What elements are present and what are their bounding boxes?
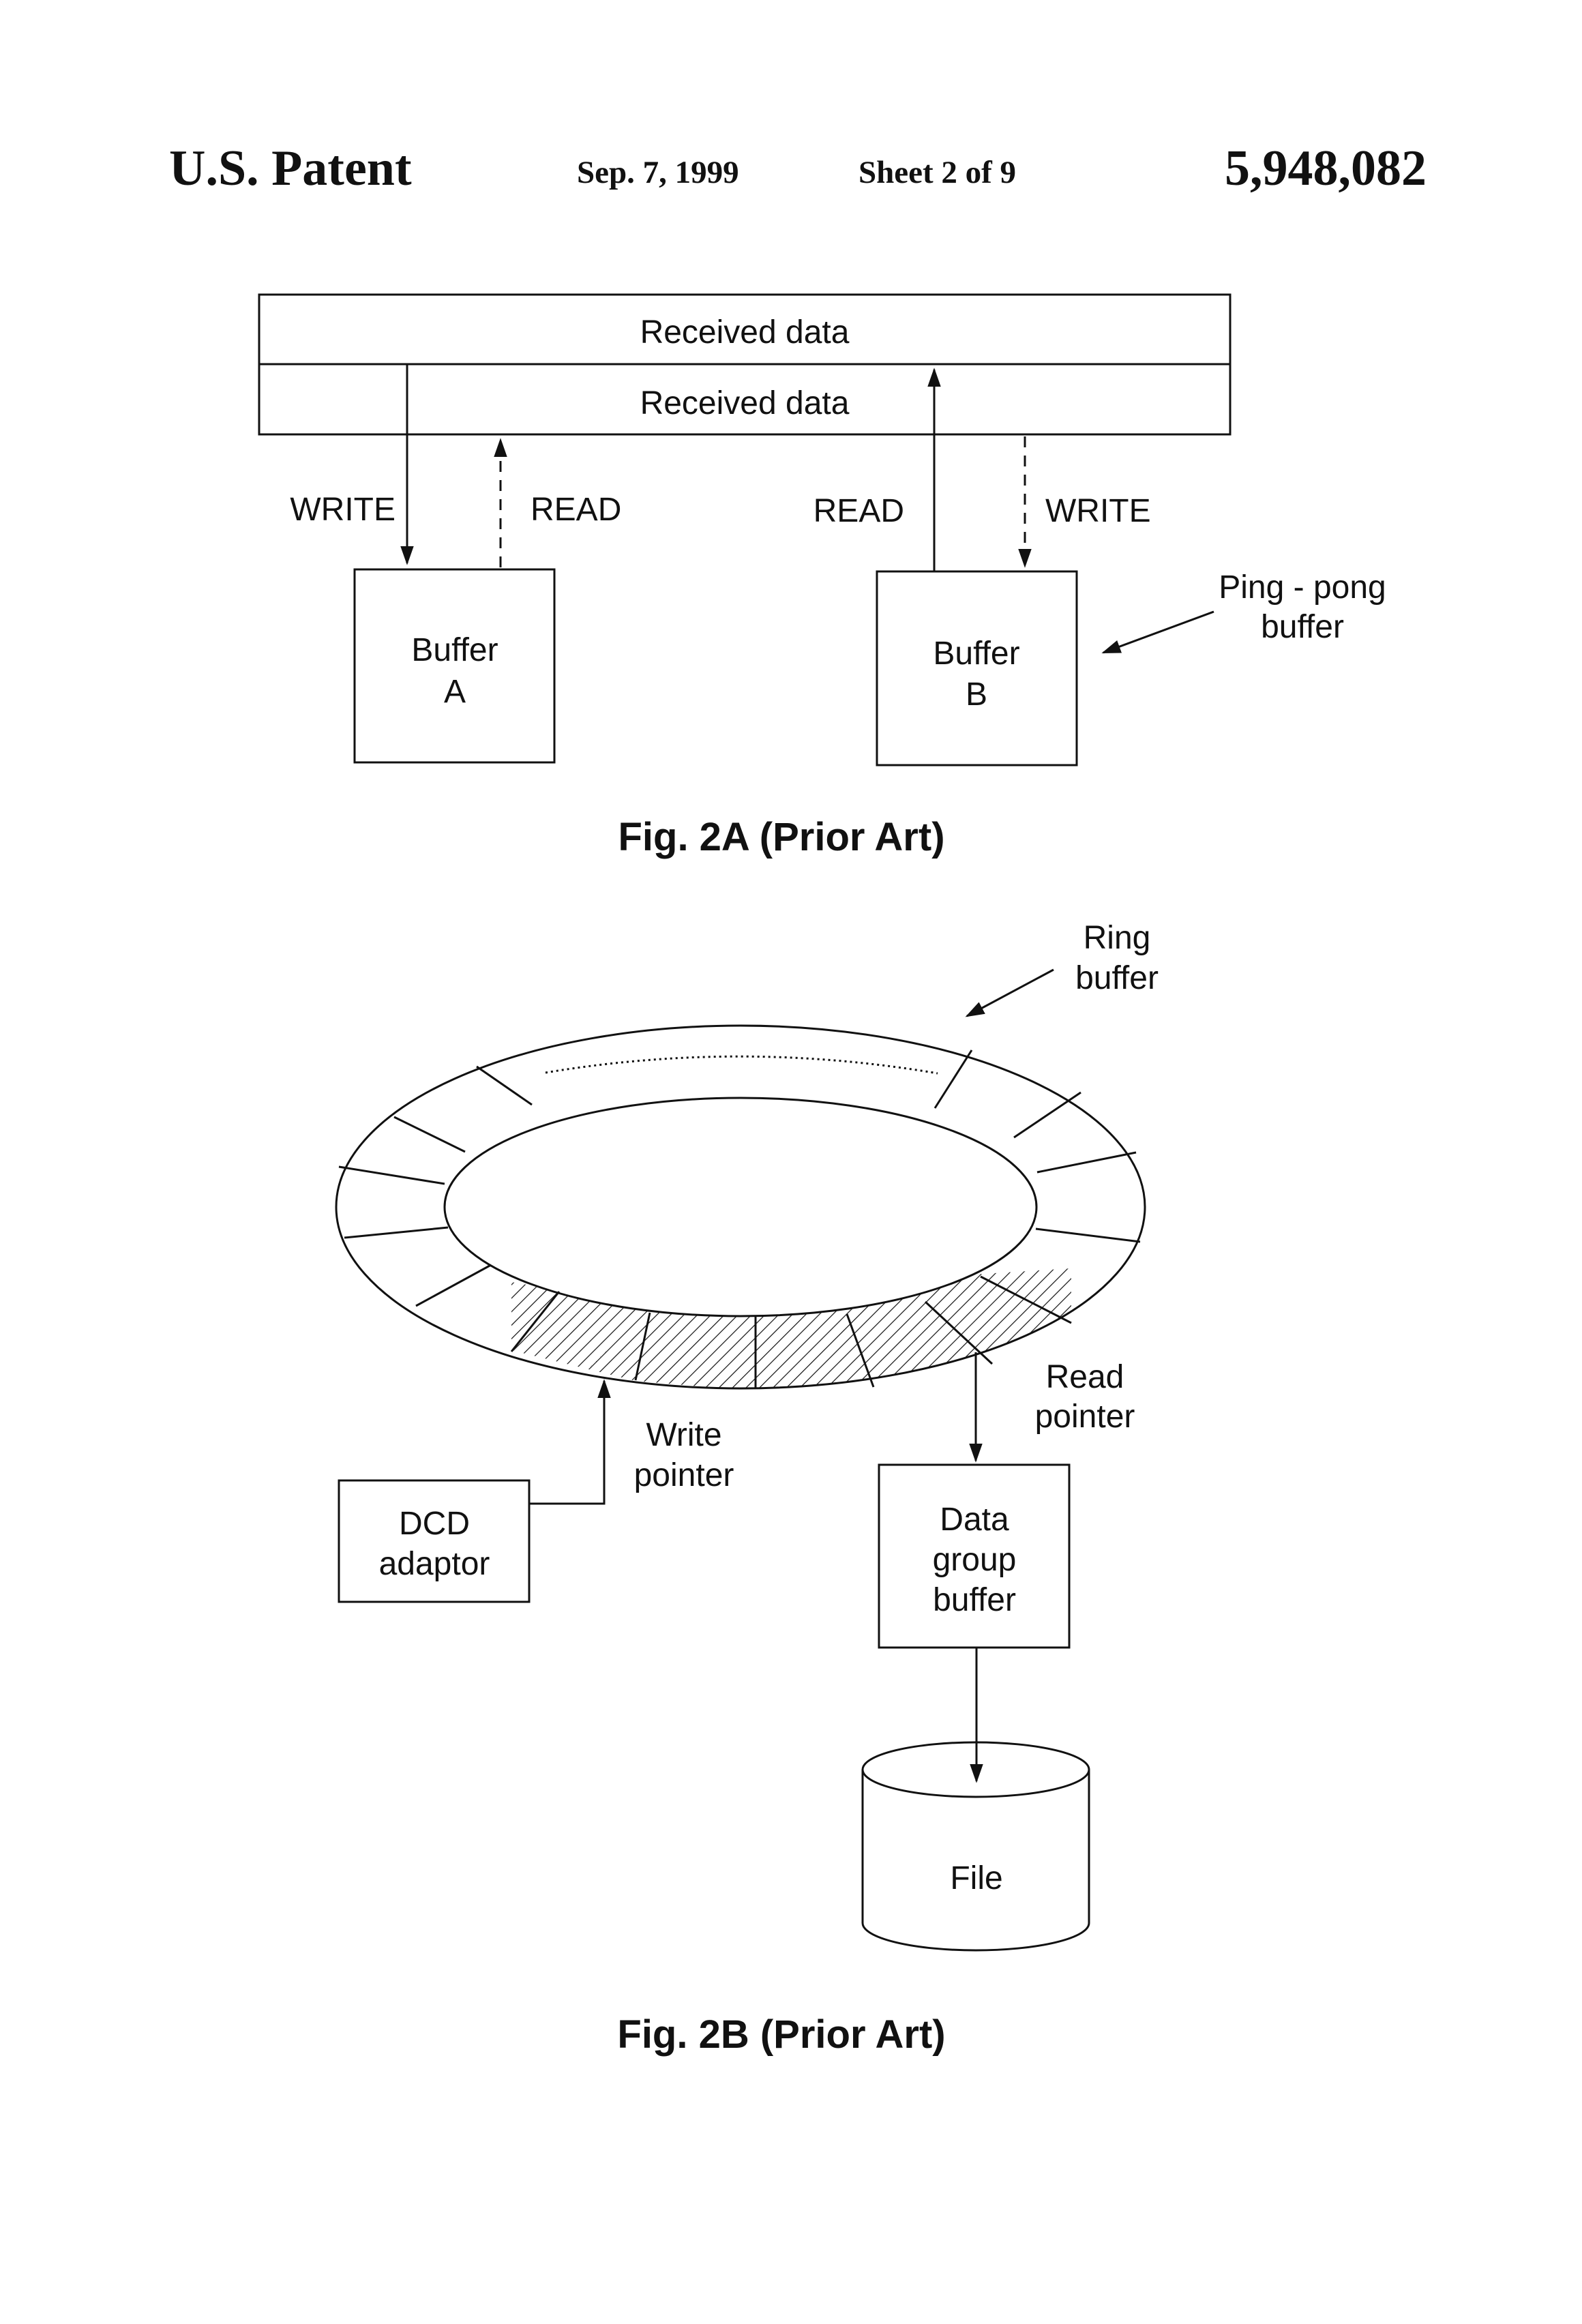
write-label-left: WRITE <box>290 492 395 528</box>
pingpong-pointer-arrow <box>1103 612 1214 653</box>
buffer-b-label-line2: B <box>966 676 987 713</box>
pingpong-label-line2: buffer <box>1261 609 1344 645</box>
dcd-adaptor-label-line2: adaptor <box>379 1546 490 1582</box>
write-pointer-label-line1: Write <box>646 1417 721 1453</box>
file-label: File <box>950 1860 1002 1896</box>
read-label-left: READ <box>531 492 621 528</box>
write-label-right: WRITE <box>1045 493 1151 529</box>
write-pointer-arrow <box>529 1381 604 1504</box>
received-data-top-label: Received data <box>640 314 850 351</box>
data-group-buffer-label-line2: group <box>933 1542 1017 1578</box>
ring-buffer-pointer-arrow <box>967 970 1054 1016</box>
fig2a-caption: Fig. 2A (Prior Art) <box>618 815 944 859</box>
fig2a: Received data Received data Buffer A Buf… <box>259 295 1386 859</box>
ring-buffer <box>336 1026 1145 1388</box>
pingpong-label-line1: Ping - pong <box>1219 569 1386 606</box>
received-data-bottom-label: Received data <box>640 385 850 421</box>
buffer-a-label-line1: Buffer <box>411 632 498 668</box>
data-group-buffer-label-line3: buffer <box>933 1582 1016 1618</box>
buffer-a-label-line2: A <box>444 674 466 710</box>
write-pointer-label-line2: pointer <box>634 1457 734 1493</box>
ring-inner-edge <box>445 1098 1036 1316</box>
buffer-b-label-line1: Buffer <box>933 636 1019 672</box>
ring-buffer-label-line1: Ring <box>1084 920 1151 956</box>
read-pointer-label-line1: Read <box>1046 1359 1124 1395</box>
read-label-right: READ <box>814 493 904 529</box>
fig2b: Ring buffer Read pointer Write pointer D… <box>336 920 1159 2057</box>
dcd-adaptor-label-line1: DCD <box>399 1506 470 1542</box>
ring-buffer-label-line2: buffer <box>1075 960 1159 996</box>
data-group-buffer-label-line1: Data <box>940 1502 1009 1538</box>
fig2b-caption: Fig. 2B (Prior Art) <box>617 2012 945 2057</box>
read-pointer-label-line2: pointer <box>1035 1399 1135 1435</box>
